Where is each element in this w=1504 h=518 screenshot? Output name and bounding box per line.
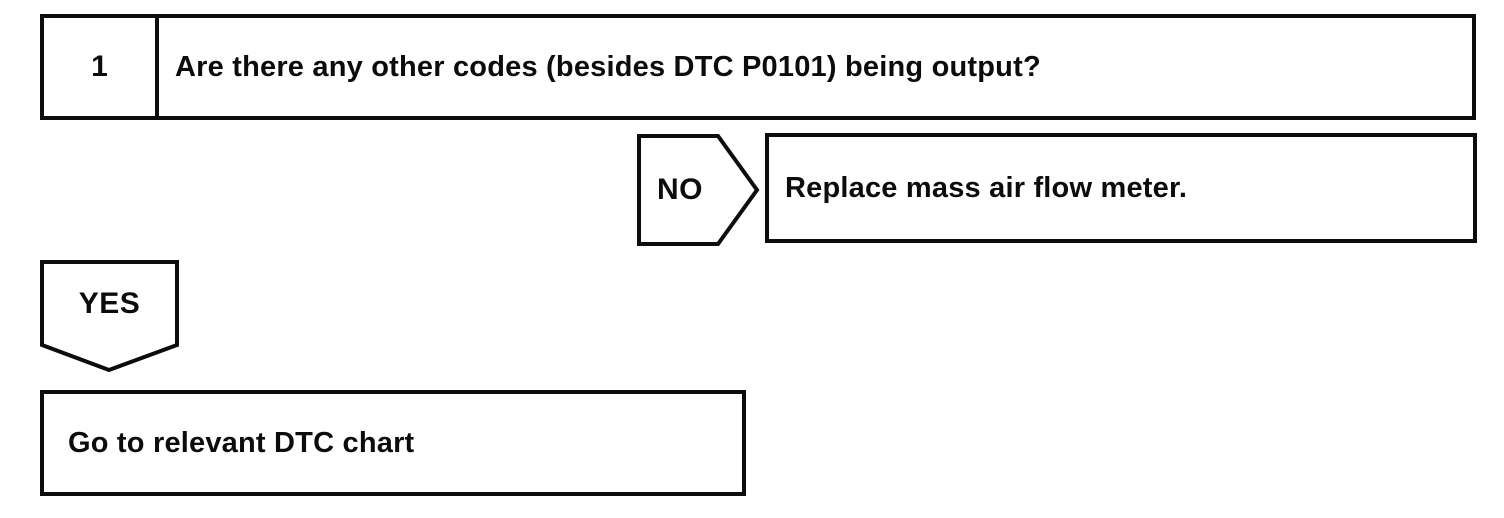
question-box: 1 Are there any other codes (besides DTC… — [40, 14, 1476, 120]
question-text: Are there any other codes (besides DTC P… — [175, 50, 1041, 83]
yes-arrow-shape — [40, 260, 179, 372]
step-number: 1 — [44, 18, 159, 116]
no-arrow-shape — [637, 134, 760, 246]
no-label: NO — [657, 173, 703, 206]
yes-action-text: Go to relevant DTC chart — [68, 426, 415, 459]
no-action-text: Replace mass air flow meter. — [785, 171, 1188, 204]
yes-action-box: Go to relevant DTC chart — [40, 390, 746, 496]
yes-arrow-pentagon — [40, 260, 179, 372]
no-action-box: Replace mass air flow meter. — [765, 133, 1477, 243]
yes-label: YES — [78, 286, 141, 320]
no-arrow-pentagon — [637, 134, 760, 246]
